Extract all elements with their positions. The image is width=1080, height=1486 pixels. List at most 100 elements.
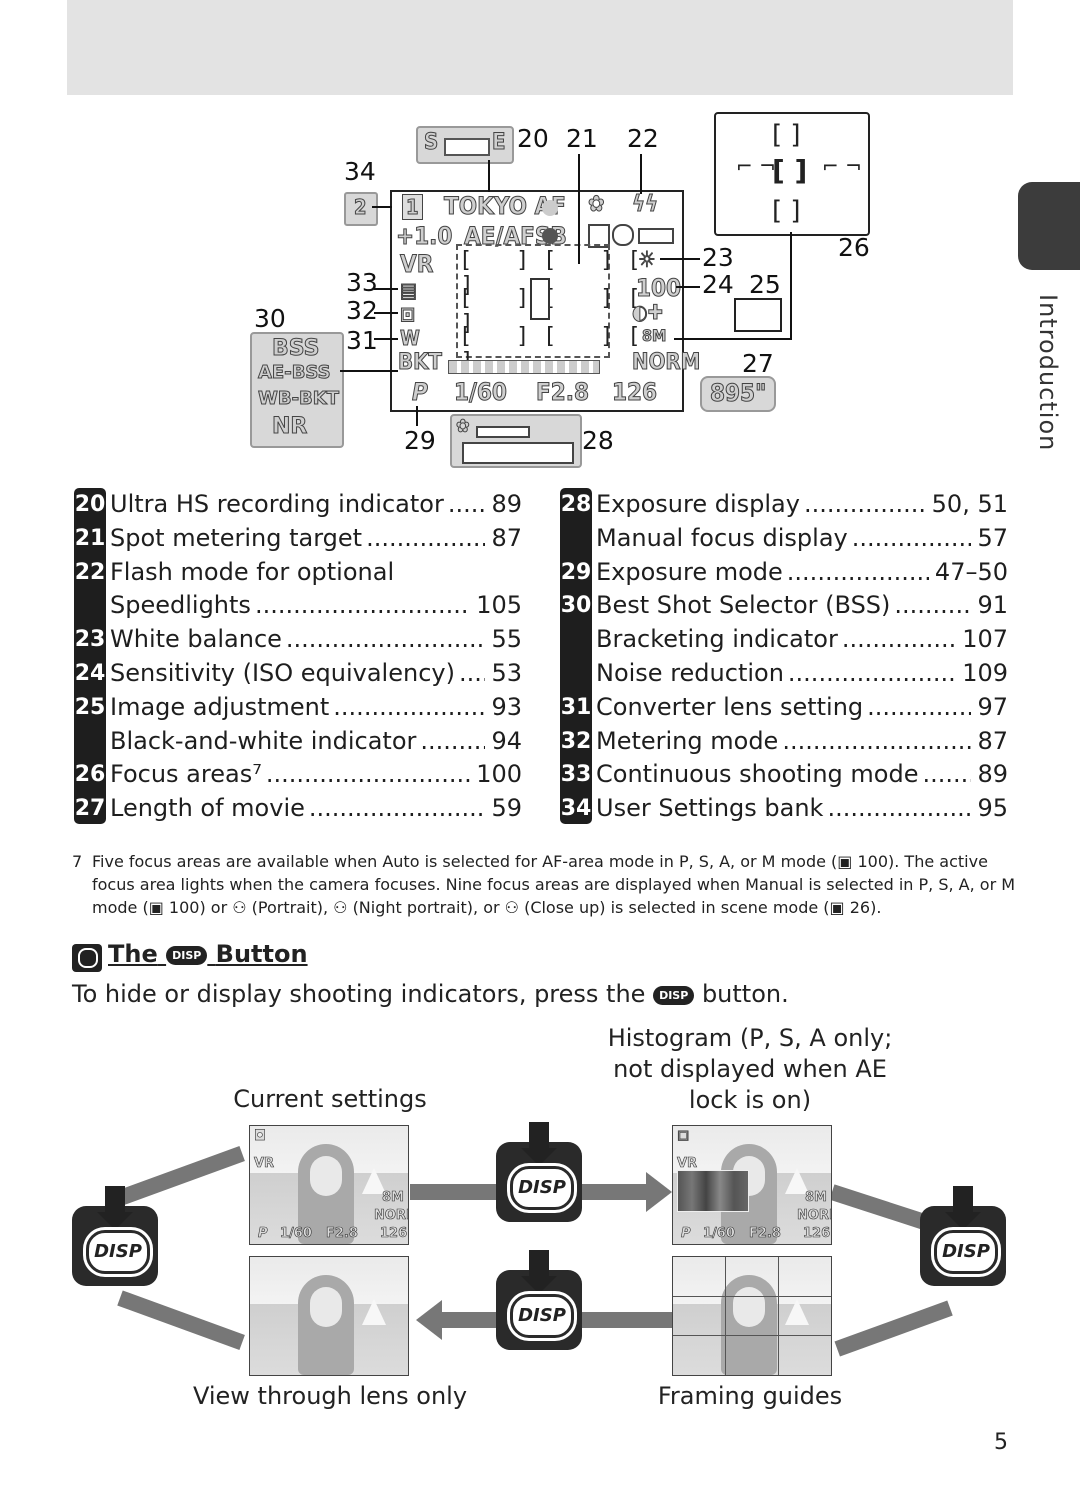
section-tab-label: Introduction — [1034, 294, 1062, 452]
callout-24: 24 — [702, 270, 734, 299]
disp-button-bottom[interactable]: DISP — [496, 1250, 582, 1350]
tip-title-button: Button — [215, 940, 308, 968]
flash-icon: ϟϟ — [631, 192, 659, 218]
speed-s-label: S — [423, 130, 439, 156]
movie-length-text: 895" — [709, 379, 767, 408]
image-adjust-callout-box — [734, 298, 782, 332]
index-left-label: Length of movie — [110, 794, 305, 823]
callout-30: 30 — [254, 304, 286, 333]
disp-inline-icon-2: DISP — [653, 985, 695, 1005]
wb-bkt-item: WB-BKT — [258, 388, 340, 410]
norm-text: NORM — [631, 350, 701, 376]
disp-button-left[interactable]: DISP — [72, 1186, 158, 1286]
index-right-dot-leader: ........................................… — [803, 490, 926, 518]
index-left-page: 87 — [491, 523, 522, 552]
photo-histogram: ▣ VR 8M NORM P 1/60 F2.8 126 — [672, 1125, 832, 1245]
index-right-dot-leader: ........................................… — [787, 659, 956, 687]
ultra-hs-indicator: S E — [416, 126, 514, 164]
footnote: 7 Five focus areas are available when Au… — [72, 850, 1022, 919]
index-left-page: 59 — [491, 794, 522, 823]
nr-item: NR — [271, 414, 308, 440]
disp-button-top[interactable]: DISP — [496, 1122, 582, 1222]
index-right-dot-leader: ........................................… — [867, 692, 971, 721]
index-left-dot-leader: ........................................… — [458, 659, 485, 687]
shutter-text: 1/60 — [454, 378, 508, 407]
footnote-text: Five focus areas are available when Auto… — [92, 852, 1016, 917]
callout-23: 23 — [702, 243, 734, 272]
index-right-label: Continuous shooting mode — [596, 760, 919, 789]
index-right-page: 97 — [977, 692, 1008, 721]
index-right-page: 50, 51 — [931, 490, 1008, 518]
focus-areas-box: [ ] ⌐ ¬ [ ] ⌐ ¬ [ ] — [714, 112, 870, 236]
card-icon — [588, 224, 610, 248]
index-right-num: 32 — [560, 728, 592, 754]
index-left-dot-leader: ........................................… — [254, 591, 470, 620]
leader-32 — [374, 312, 398, 314]
disp-button-right[interactable]: DISP — [920, 1186, 1006, 1286]
index-right-dot-leader: ........................................… — [786, 557, 929, 586]
caption-lens-only: View through lens only — [192, 1382, 468, 1410]
callout-22: 22 — [627, 124, 659, 153]
ae-dot — [542, 228, 558, 244]
cycle-arrowhead-top-right — [646, 1172, 672, 1212]
index-left-label: Flash mode for optional — [110, 557, 395, 586]
index-left-dot-leader: ........................................… — [366, 523, 485, 552]
camera-icon: ◘ — [254, 1128, 266, 1145]
cycle-arrow-right-down — [829, 1184, 930, 1231]
photo-framing-guides — [672, 1256, 832, 1376]
index-left-page: 100 — [476, 760, 522, 789]
caption-histogram-2: not displayed when AE — [613, 1055, 887, 1083]
callout-21: 21 — [566, 124, 598, 153]
iso-text: 100 — [635, 274, 682, 303]
spot-target — [530, 278, 550, 320]
movie-length-box: 895" — [700, 376, 776, 412]
index-left-num: 26 — [74, 762, 106, 788]
image-adjust-icon: ◐✚ — [632, 300, 664, 325]
callout-34: 34 — [344, 157, 376, 186]
index-bar-right — [560, 488, 592, 824]
user-bank-indicator: 2 — [344, 192, 378, 226]
index-left-dot-leader: ........................................… — [285, 625, 486, 654]
index-right-label: Manual focus display — [596, 523, 848, 552]
af-dot — [542, 200, 558, 216]
clock-icon — [612, 224, 634, 246]
focus-bracket-bottom: [ ] — [772, 196, 801, 226]
cycle-arrow-right-up — [834, 1300, 953, 1357]
bss-panel: BSS AE-BSS WB-BKT NR — [250, 332, 344, 448]
index-right-num: 33 — [560, 762, 592, 788]
index-left-dot-leader: ........................................… — [333, 692, 486, 721]
index-left-label: Sensitivity (ISO equivalency) — [110, 659, 455, 687]
index-right-dot-leader: ........................................… — [827, 794, 972, 823]
caption-current-settings: Current settings — [233, 1085, 427, 1113]
callout-29: 29 — [404, 426, 436, 455]
index-left-page: 89 — [491, 490, 522, 518]
metering-icon: ⊡ — [399, 302, 416, 327]
index-right-dot-leader: ........................................… — [894, 591, 971, 620]
index-left-page: 53 — [491, 659, 522, 687]
continuous-icon: ▤ — [399, 278, 418, 303]
footnote-number: 7 — [72, 852, 83, 871]
exposure-scale — [448, 360, 600, 374]
photo-current-settings: ◘ VR 8M NORM P 1/60 F2.8 126 — [249, 1125, 409, 1245]
tip-text: To hide or display shooting indicators, … — [72, 980, 789, 1008]
index-bar-left — [74, 488, 106, 824]
index-right-label: Bracketing indicator — [596, 625, 838, 654]
index-right-page: 89 — [977, 760, 1008, 789]
index-right-dot-leader: ........................................… — [922, 760, 971, 789]
leader-31 — [374, 338, 398, 340]
callout-28: 28 — [582, 426, 614, 455]
white-balance-icon: ☼ — [638, 248, 657, 274]
cycle-arrow-top-left — [410, 1184, 500, 1200]
caption-histogram-3: lock is on) — [688, 1086, 812, 1114]
cycle-arrow-down-left — [117, 1290, 245, 1350]
callout-25: 25 — [749, 270, 781, 299]
index-left-label: Speedlights — [110, 591, 251, 620]
leader-33 — [374, 288, 398, 290]
callout-33: 33 — [346, 268, 378, 297]
image-size-text: 8M — [641, 326, 667, 346]
section-tab — [1018, 182, 1080, 270]
focus-row-2: [ ][ ][ ] — [462, 286, 659, 336]
callout-20: 20 — [517, 124, 549, 153]
exposure-histogram — [462, 442, 574, 464]
cycle-arrowhead-bottom-left — [416, 1300, 442, 1340]
